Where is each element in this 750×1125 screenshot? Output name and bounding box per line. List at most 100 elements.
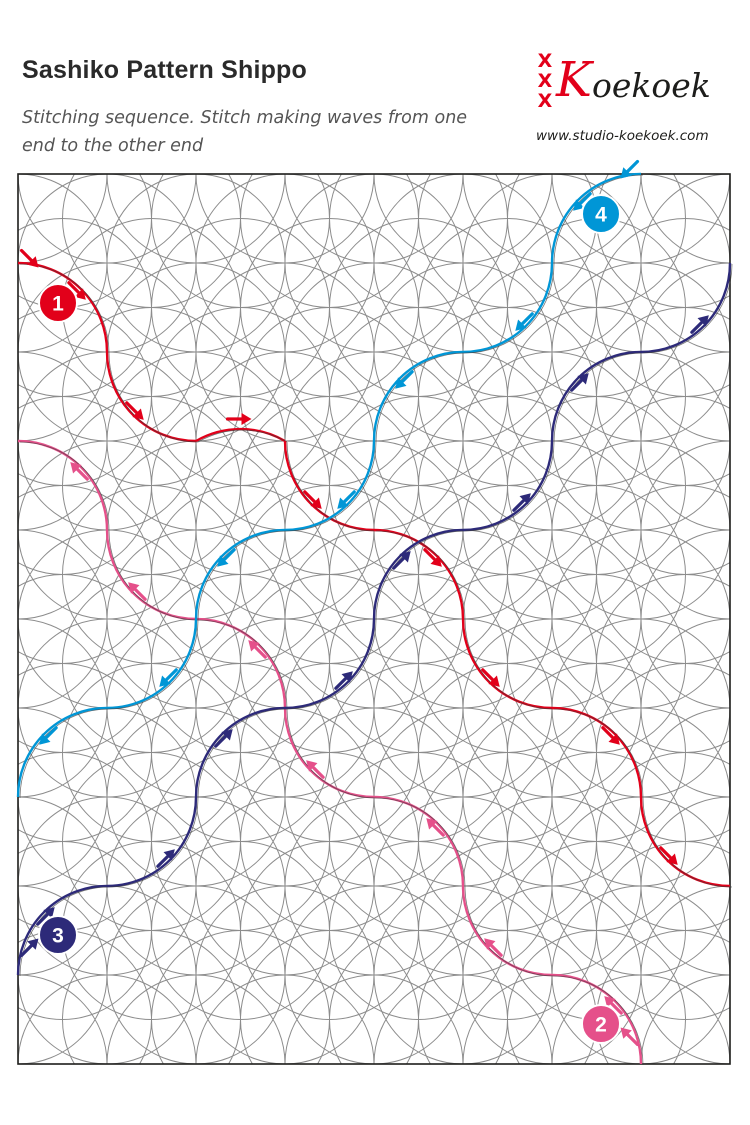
direction-arrow-icon xyxy=(217,548,236,567)
shippo-circle xyxy=(640,174,730,353)
shippo-circle xyxy=(18,885,108,1064)
stitch-segment xyxy=(105,529,197,621)
stitch-segment xyxy=(372,350,464,442)
stitch-segment xyxy=(105,351,197,443)
shippo-circle xyxy=(596,574,730,753)
stitch-shadow xyxy=(375,352,466,443)
direction-arrow-icon xyxy=(159,668,178,687)
shippo-circle xyxy=(18,974,108,1064)
shippo-circle xyxy=(18,529,108,709)
direction-arrow-icon xyxy=(19,938,39,958)
shippo-circle xyxy=(18,351,108,531)
brand-logo[interactable]: XXX K oekoek www.studio-koekoek.com xyxy=(534,50,736,150)
stitch-segment xyxy=(372,528,464,620)
stitch-shadow xyxy=(108,619,199,710)
shippo-circle xyxy=(640,885,730,1064)
direction-arrow-icon xyxy=(512,493,531,512)
direction-arrow-icon xyxy=(570,373,589,392)
stitch-route-4 xyxy=(16,159,644,799)
direction-arrow-icon xyxy=(573,192,592,211)
shippo-circle xyxy=(18,174,108,353)
stitch-segment xyxy=(283,707,375,799)
stitch-segment xyxy=(462,262,554,354)
shippo-circle xyxy=(18,707,108,887)
route-badge-1: 1 xyxy=(38,283,78,323)
direction-arrow-icon xyxy=(426,818,445,837)
shippo-circle xyxy=(18,574,152,753)
stitch-segment xyxy=(195,617,287,709)
stitch-segment xyxy=(284,618,376,710)
direction-arrow-icon xyxy=(620,1027,640,1047)
stitch-shadow xyxy=(464,263,555,354)
stitch-segment xyxy=(551,706,643,798)
stitch-shadow xyxy=(197,708,288,799)
direction-arrow-icon xyxy=(214,729,233,748)
stitch-segment xyxy=(462,440,554,532)
shippo-circle xyxy=(284,974,464,1064)
shippo-circle xyxy=(18,396,152,575)
direction-arrow-icon xyxy=(225,413,252,425)
shippo-circle xyxy=(373,974,553,1064)
page-title: Sashiko Pattern Shippo xyxy=(22,56,308,84)
direction-arrow-icon xyxy=(604,996,623,1015)
shippo-circle xyxy=(462,974,642,1064)
shippo-circle xyxy=(18,618,108,798)
stitch-shadow xyxy=(286,441,377,532)
direction-arrow-icon xyxy=(601,726,620,745)
direction-arrow-icon xyxy=(515,312,534,331)
shippo-circle xyxy=(18,307,152,486)
stitch-shadow xyxy=(197,429,288,443)
direction-arrow-icon xyxy=(620,159,640,179)
direction-arrow-icon xyxy=(248,640,267,659)
brand-initial: K xyxy=(556,52,592,108)
stitch-segment xyxy=(639,796,731,888)
route-badge-label: 3 xyxy=(52,925,64,948)
direction-arrow-icon xyxy=(337,490,356,509)
shippo-circle xyxy=(640,440,730,620)
shippo-circle xyxy=(640,796,730,976)
stitch-segment xyxy=(640,262,732,354)
stitch-segment xyxy=(16,884,108,976)
brand-name: oekoek xyxy=(592,66,711,105)
direction-arrow-icon xyxy=(395,370,414,389)
route-badge-label: 4 xyxy=(595,204,607,227)
direction-arrow-icon xyxy=(690,315,709,334)
stitch-segment xyxy=(373,795,465,887)
stitch-route-2 xyxy=(17,439,644,1066)
brand-url[interactable]: www.studio-koekoek.com xyxy=(536,128,709,144)
shippo-circle xyxy=(596,218,730,397)
pattern-border xyxy=(17,173,731,1065)
stitch-shadow xyxy=(553,352,644,443)
stitch-segment xyxy=(550,350,642,442)
direction-arrow-icon xyxy=(125,401,144,420)
route-badge-label: 1 xyxy=(52,293,64,316)
stitch-segment xyxy=(283,440,375,532)
stitch-shadow xyxy=(108,797,199,888)
stitch-segment xyxy=(194,528,286,620)
stitch-segment xyxy=(373,528,465,620)
stitch-route-1 xyxy=(17,248,733,888)
stitch-shadow xyxy=(286,708,377,799)
direction-arrow-icon xyxy=(659,846,678,865)
shippo-circle xyxy=(18,930,152,1064)
shippo-circle xyxy=(18,440,108,620)
stitch-shadow xyxy=(375,530,466,621)
direction-arrow-icon xyxy=(481,668,500,687)
shippo-circle xyxy=(18,752,152,931)
shippo-circle xyxy=(596,307,730,486)
shippo-circle xyxy=(640,618,730,798)
shippo-circle xyxy=(596,485,730,664)
route-badge-2: 2 xyxy=(581,1004,621,1044)
shippo-circle xyxy=(18,974,197,1064)
stitch-shadow xyxy=(108,530,199,621)
direction-arrow-icon xyxy=(392,551,411,570)
shippo-circle xyxy=(640,351,730,531)
stitch-segment xyxy=(461,885,553,977)
stitch-shadow xyxy=(19,886,110,977)
stitch-route-3 xyxy=(16,262,733,977)
shippo-circle xyxy=(640,707,730,887)
direction-arrow-icon xyxy=(67,281,86,300)
stitch-segment xyxy=(106,618,198,710)
direction-arrow-icon xyxy=(334,671,353,690)
